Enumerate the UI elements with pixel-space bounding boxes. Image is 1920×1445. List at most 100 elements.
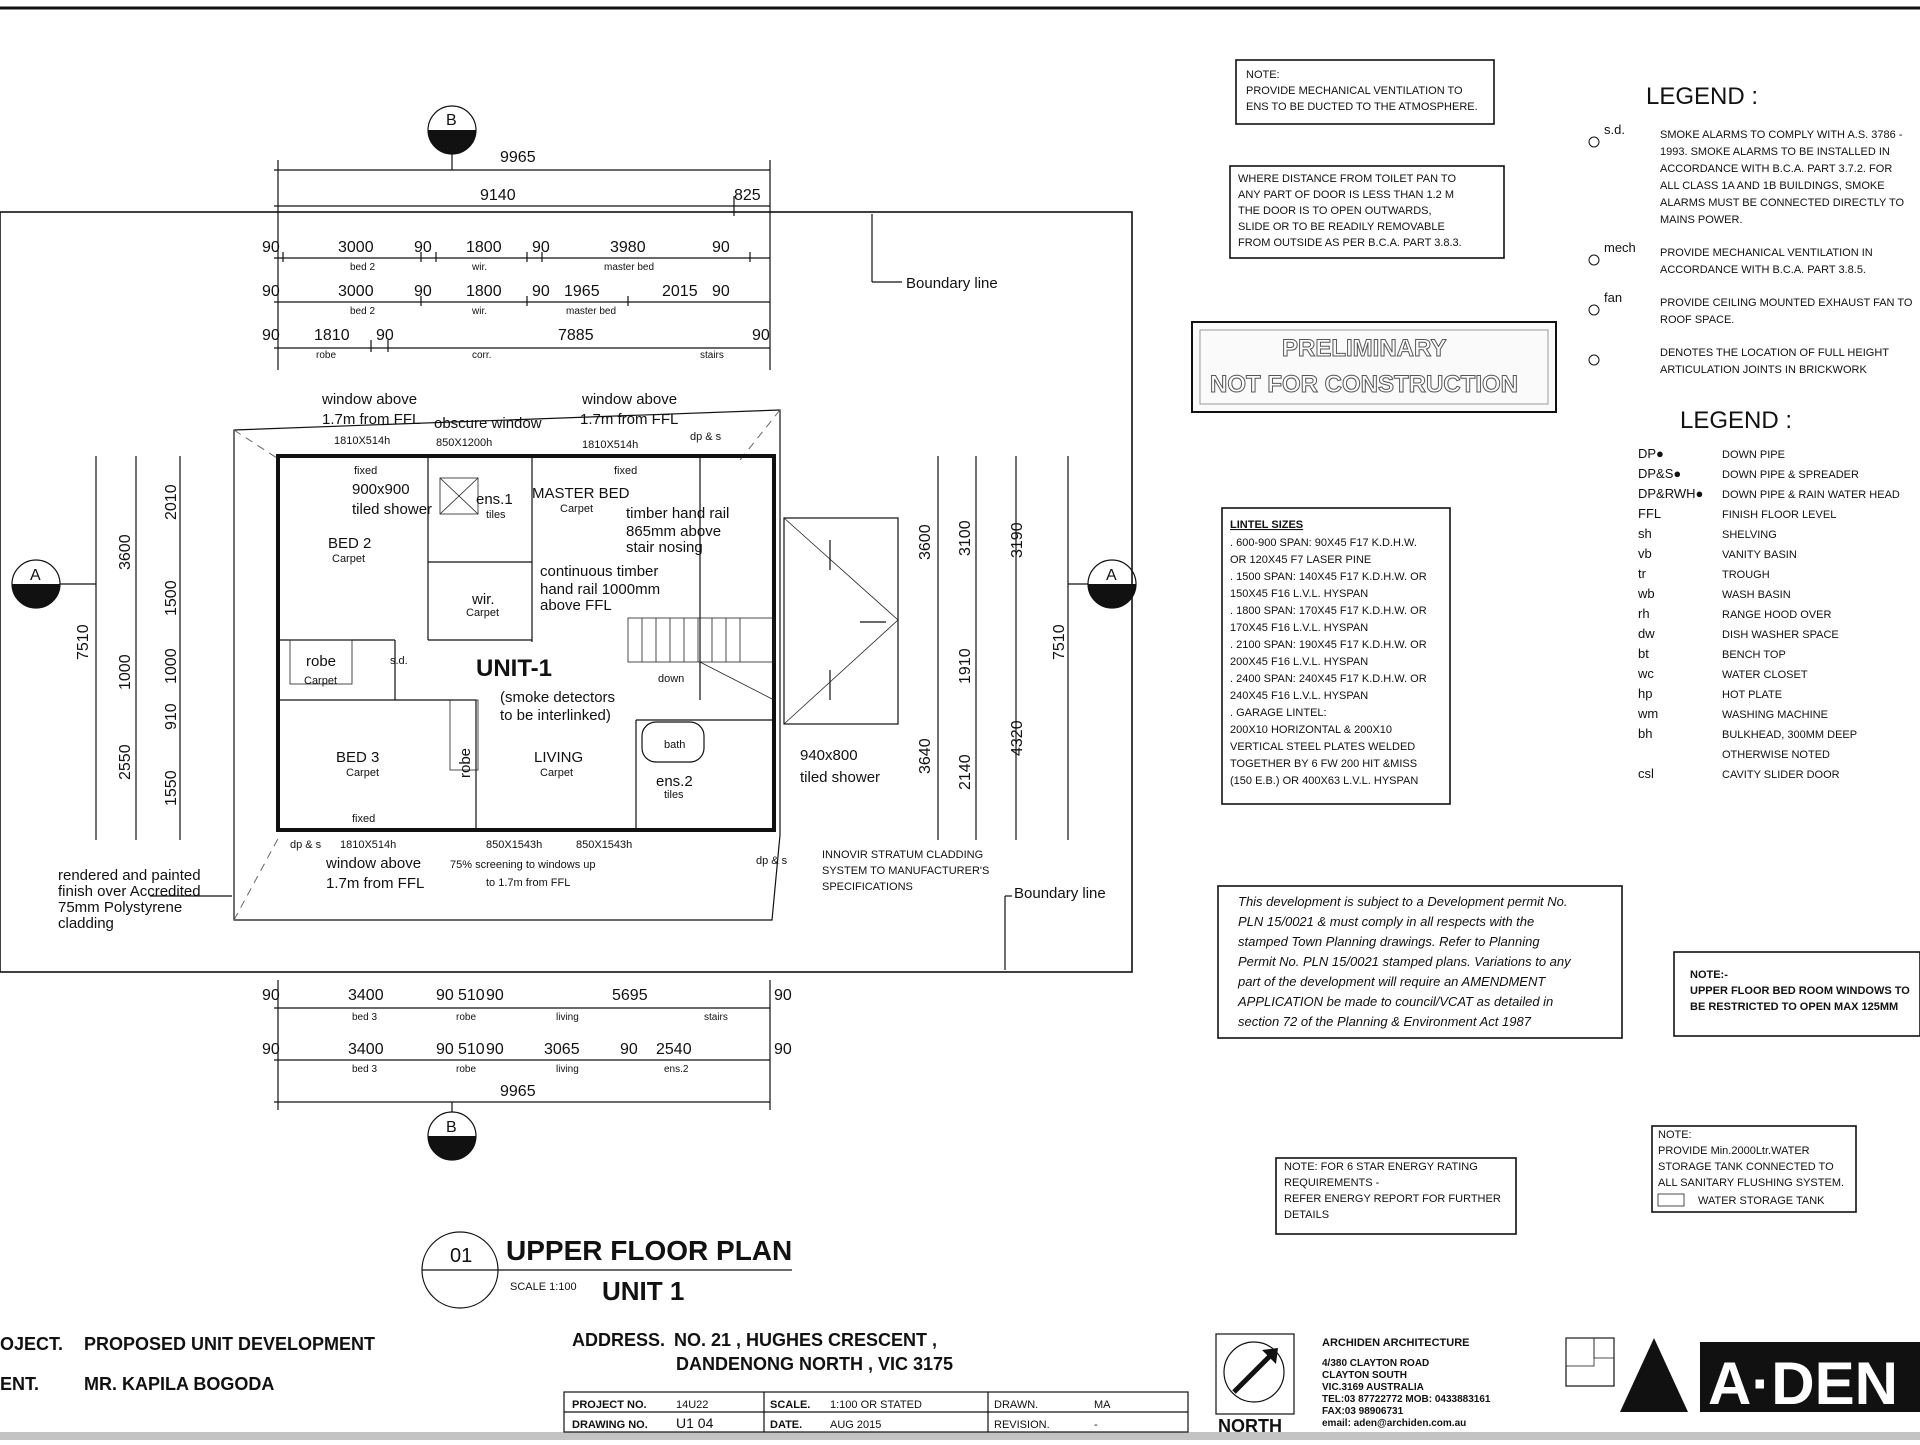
- dim-sub: corr.: [472, 350, 491, 361]
- legend-1-text: ALARMS MUST BE CONNECTED DIRECTLY TO: [1660, 197, 1905, 209]
- lintel-line: . 1500 SPAN: 140X45 F17 K.D.H.W. OR: [1230, 571, 1427, 583]
- room-master-floor: Carpet: [560, 503, 593, 515]
- legend-1-text: MAINS POWER.: [1660, 214, 1743, 226]
- water-note-2: PROVIDE Min.2000Ltr.WATER: [1658, 1145, 1810, 1157]
- room-bed3: BED 3: [336, 749, 379, 766]
- dim-sub: robe: [316, 350, 336, 361]
- lintel-line: . GARAGE LINTEL:: [1230, 707, 1327, 719]
- shower2-size: 940x800: [800, 747, 858, 764]
- lintel-line: . 2100 SPAN: 190X45 F17 K.D.H.W. OR: [1230, 639, 1427, 651]
- lintel-line: 200X45 F16 L.V.L. HYSPAN: [1230, 656, 1368, 668]
- fixed-note-2: fixed: [614, 465, 637, 477]
- room-ens1: ens.1: [476, 491, 513, 508]
- section-marker-right: A: [1068, 559, 1137, 609]
- bedroom-window-note: NOTE:- UPPER FLOOR BED ROOM WINDOWS TO B…: [1673, 951, 1920, 1037]
- plan-scale: SCALE 1:100: [510, 1281, 577, 1293]
- legend-1-symbol-icon: [1588, 136, 1600, 148]
- lintel-line: . 2400 SPAN: 240X45 F17 K.D.H.W. OR: [1230, 673, 1427, 685]
- legend-1-symbol-label: mech: [1604, 240, 1636, 255]
- aden-logo: A·DEN: [1565, 1337, 1920, 1417]
- dim-text: 1800: [466, 239, 502, 256]
- legend-2-symbol: wb: [1637, 586, 1655, 601]
- legend-2-symbol: csl: [1638, 766, 1654, 781]
- room-robe-2: robe: [457, 748, 474, 778]
- room-ens2: ens.2: [656, 773, 693, 790]
- permit-line: PLN 15/0021 & must comply in all respect…: [1238, 914, 1534, 929]
- top-dim-9140: 9140: [480, 187, 516, 204]
- dim-text: 5695: [612, 987, 648, 1004]
- legend-2-text: DOWN PIPE & RAIN WATER HEAD: [1722, 489, 1900, 501]
- dps-note-2: dp & s: [290, 839, 322, 851]
- lintel-line: 170X45 F16 L.V.L. HYSPAN: [1230, 622, 1368, 634]
- firm-fax: FAX:03 98906731: [1322, 1406, 1404, 1417]
- window-note-left-3: 1810X514h: [334, 435, 390, 447]
- dim-sub: bed 3: [352, 1012, 377, 1023]
- dim-sub: master bed: [604, 262, 654, 273]
- vent-note-2: PROVIDE MECHANICAL VENTILATION TO: [1246, 85, 1463, 97]
- not-for-construction-text: NOT FOR CONSTRUCTION: [1210, 371, 1518, 398]
- plan-number: 01: [450, 1245, 472, 1267]
- dim-text: 90: [376, 327, 394, 344]
- legend-2-text: OTHERWISE NOTED: [1722, 749, 1830, 761]
- window-850-b: 850X1543h: [576, 839, 632, 851]
- sheet-footer-bar: [0, 1432, 1920, 1440]
- dim-text: 90: [532, 283, 550, 300]
- dim-text: 90: [436, 1041, 454, 1058]
- dim-sub: ens.2: [664, 1064, 689, 1075]
- dim-text: 90: [414, 239, 432, 256]
- section-marker-bottom-label: B: [446, 1119, 457, 1136]
- legend-2-text: SHELVING: [1722, 529, 1777, 541]
- legend-2-symbol: sh: [1638, 526, 1652, 541]
- boundary-line-top-label: Boundary line: [871, 214, 998, 292]
- lintel-line: . 600-900 SPAN: 90X45 F17 K.D.H.W.: [1230, 537, 1417, 549]
- permit-line: section 72 of the Planning & Environment…: [1238, 1014, 1532, 1029]
- window-850-a: 850X1543h: [486, 839, 542, 851]
- unit-label: UNIT-1: [476, 655, 552, 682]
- legend-2-symbol: hp: [1638, 686, 1652, 701]
- legend-2-symbol: rh: [1638, 606, 1650, 621]
- dim-text: 1000: [163, 648, 180, 684]
- boundary-line-label-2: Boundary line: [1014, 885, 1106, 902]
- top-overall-dim: 9965: [500, 149, 536, 166]
- dim-text: 1500: [163, 580, 180, 616]
- legend-2-symbol: DP&RWH●: [1638, 486, 1703, 501]
- legend-2-text: WASH BASIN: [1722, 589, 1791, 601]
- north-label: NORTH: [1218, 1416, 1282, 1436]
- dim-text: 510: [458, 1041, 485, 1058]
- bottom-overall-dim: 9965: [500, 1083, 536, 1100]
- dim-text: 3640: [917, 738, 934, 774]
- legend-1-text: ALL CLASS 1A AND 1B BUILDINGS, SMOKE: [1660, 180, 1885, 192]
- legend-2-title: LEGEND :: [1680, 407, 1792, 434]
- dim-text: 3100: [957, 520, 974, 556]
- legend-2-symbol: DP&S●: [1638, 466, 1681, 481]
- boundary-line-bottom-label: Boundary line: [1004, 885, 1106, 970]
- permit-line: stamped Town Planning drawings. Refer to…: [1238, 934, 1540, 949]
- client-value: MR. KAPILA BOGODA: [84, 1374, 274, 1394]
- legend-1-title: LEGEND :: [1646, 83, 1758, 110]
- innovir-note-2: SYSTEM TO MANUFACTURER'S: [822, 865, 989, 877]
- room-living-floor: Carpet: [540, 767, 573, 779]
- legend-2-text: WASHING MACHINE: [1722, 709, 1828, 721]
- toilet-note-2: ANY PART OF DOOR IS LESS THAN 1.2 M: [1238, 189, 1454, 201]
- permit-line: Permit No. PLN 15/0021 stamped plans. Va…: [1238, 954, 1572, 969]
- plan-unit: UNIT 1: [602, 1276, 684, 1306]
- date-value: AUG 2015: [830, 1419, 881, 1431]
- legend-2-text: DOWN PIPE & SPREADER: [1722, 469, 1859, 481]
- cont-rail-note-2: hand rail 1000mm: [540, 581, 660, 598]
- dim-text: 7885: [558, 327, 594, 344]
- screening-note-2: to 1.7m from FFL: [486, 877, 570, 889]
- lintel-line: . 1800 SPAN: 170X45 F17 K.D.H.W. OR: [1230, 605, 1427, 617]
- shower1-size: 900x900: [352, 481, 410, 498]
- obscure-window-size: 850X1200h: [436, 437, 492, 449]
- room-bed2: BED 2: [328, 535, 371, 552]
- window-note-left-2: 1.7m from FFL: [322, 411, 420, 428]
- legend-1-text: DENOTES THE LOCATION OF FULL HEIGHT: [1660, 347, 1889, 359]
- legend-2-text: WATER CLOSET: [1722, 669, 1808, 681]
- room-living: LIVING: [534, 749, 583, 766]
- legend-2-text: BULKHEAD, 300MM DEEP: [1722, 729, 1857, 741]
- innovir-note: INNOVIR STRATUM CLADDING: [822, 849, 983, 861]
- dim-sub: wir.: [471, 306, 487, 317]
- right-dimensions: 3600 3640 3100 1910 2140 3190 4320 7510 …: [917, 456, 1137, 840]
- stairs: down: [627, 617, 775, 701]
